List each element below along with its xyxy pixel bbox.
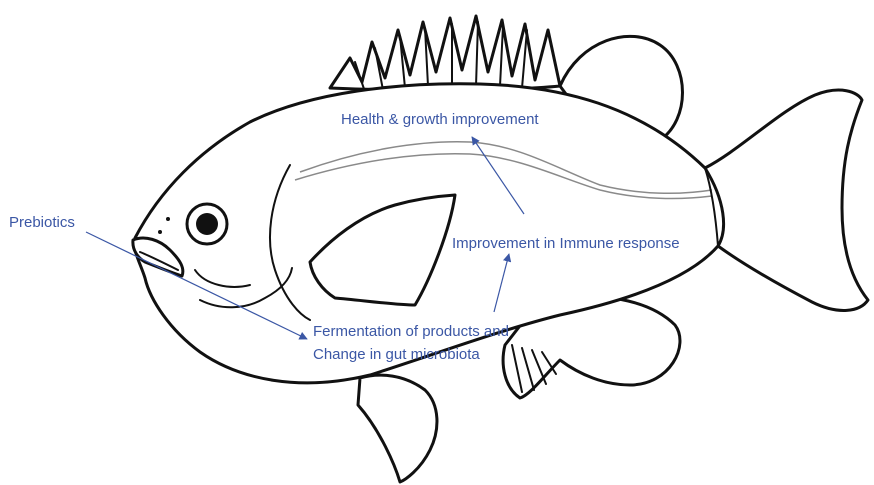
label-prebiotics: Prebiotics bbox=[9, 214, 75, 231]
pelvic-fin bbox=[358, 375, 437, 482]
nostril-dot bbox=[158, 230, 162, 234]
fish-eye bbox=[187, 204, 227, 244]
nostril-dot bbox=[166, 217, 170, 221]
label-immune-response: Improvement in Immune response bbox=[452, 235, 680, 252]
caudal-fin bbox=[705, 90, 868, 310]
label-health-growth: Health & growth improvement bbox=[341, 111, 539, 128]
label-fermentation-line2: Change in gut microbiota bbox=[313, 346, 480, 363]
label-fermentation-line1: Fermentation of products and bbox=[313, 323, 509, 340]
